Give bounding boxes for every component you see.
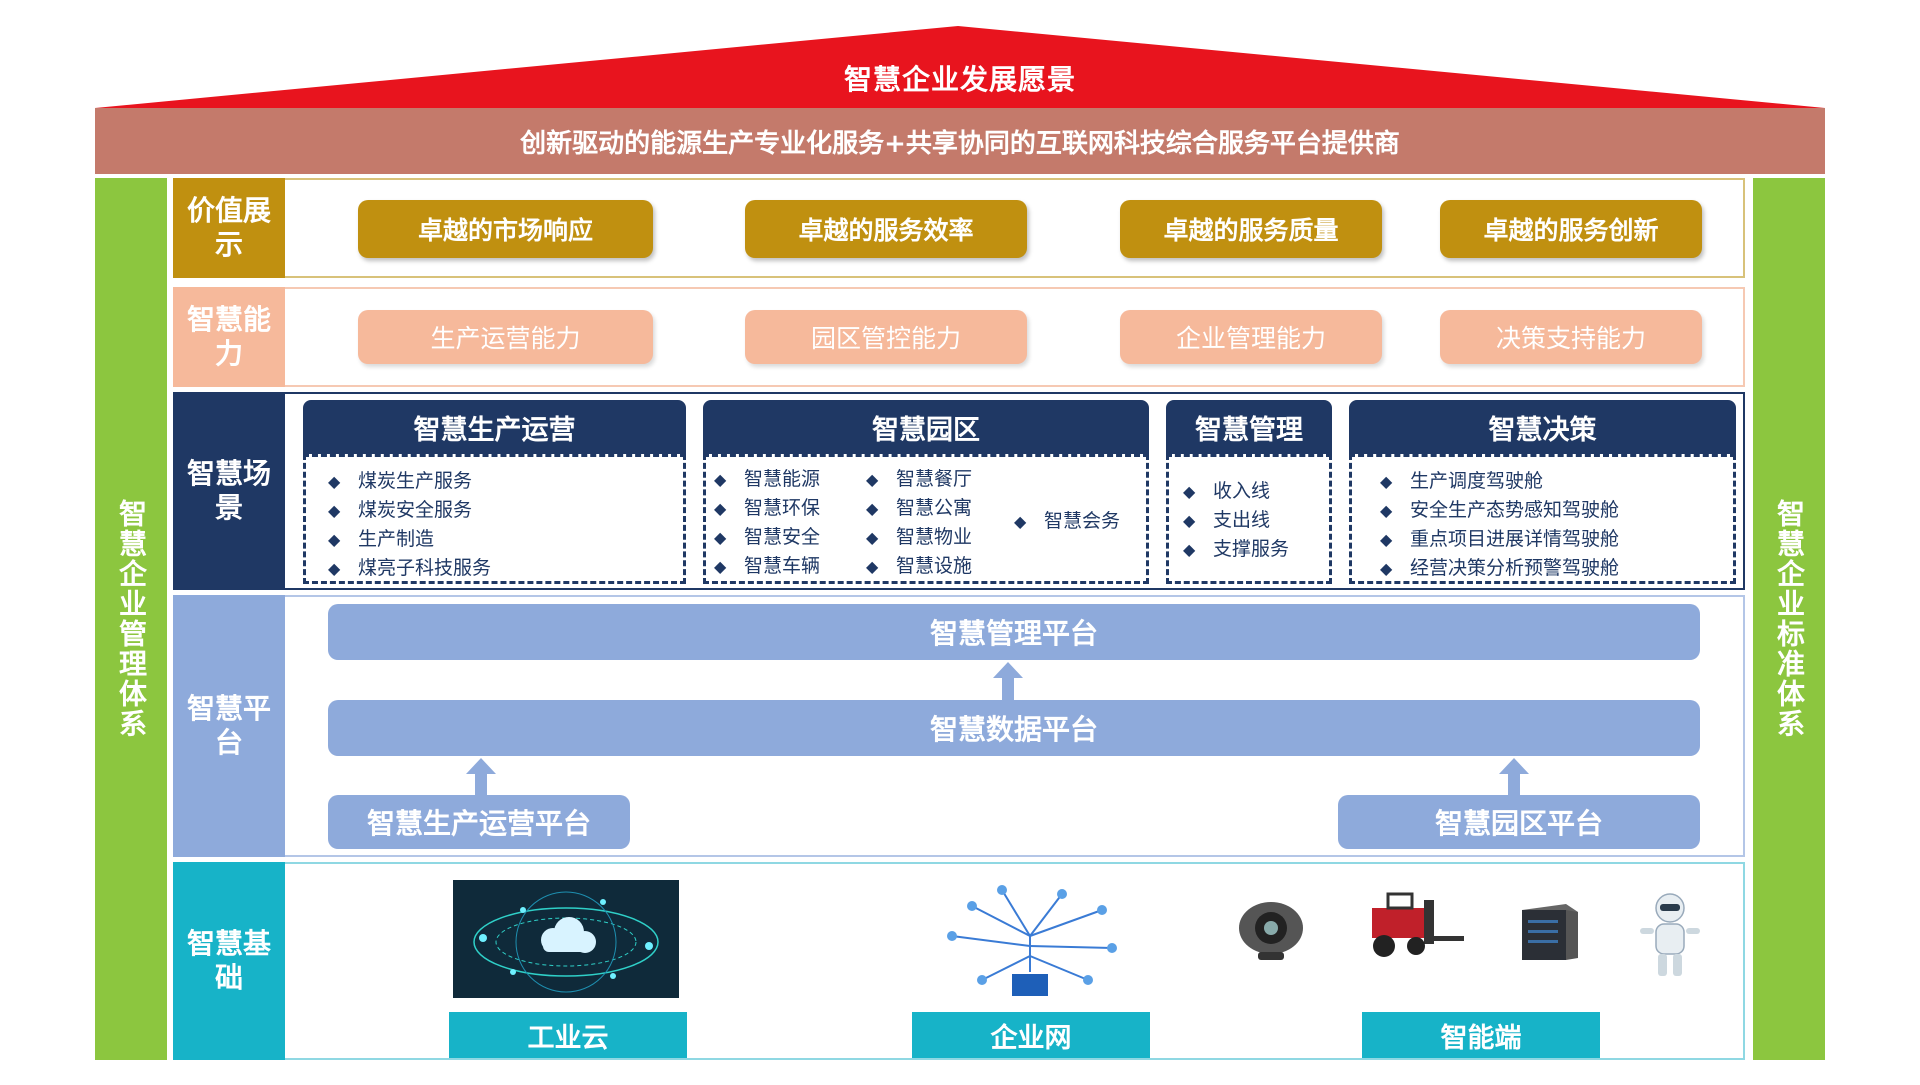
list-item: 煤炭安全服务 — [328, 496, 683, 525]
platform-row-label: 智慧平台 — [173, 595, 285, 857]
scene-group-box: 收入线 支出线 支撑服务 — [1166, 454, 1332, 584]
roof-title: 智慧企业发展愿景 — [843, 63, 1076, 96]
scene-group-title: 智慧决策 — [1349, 400, 1736, 454]
scene-group-box: 智慧能源 智慧环保 智慧安全 智慧车辆 智慧餐厅 智慧公寓 智慧物业 智慧设施 … — [703, 454, 1149, 584]
list-item: 煤亮子科技服务 — [328, 554, 683, 583]
list-item: 智慧设施 — [866, 552, 972, 581]
arrow-up-icon — [1499, 758, 1529, 795]
list-item: 支出线 — [1183, 506, 1329, 535]
robot-icon — [1640, 893, 1700, 976]
smart-terminal-tag: 智能端 — [1362, 1012, 1600, 1058]
management-platform: 智慧管理平台 — [328, 604, 1700, 660]
ability-item: 决策支持能力 — [1440, 310, 1702, 364]
list-item: 智慧会务 — [1014, 507, 1120, 536]
value-item: 卓越的市场响应 — [358, 200, 653, 258]
value-row-label: 价值展示 — [173, 178, 285, 278]
list-item: 支撑服务 — [1183, 535, 1329, 564]
ability-item: 园区管控能力 — [745, 310, 1027, 364]
list-item: 智慧车辆 — [714, 552, 820, 581]
list-item: 安全生产态势感知驾驶舱 — [1380, 496, 1733, 525]
arrow-up-icon — [466, 758, 496, 795]
list-item: 智慧安全 — [714, 523, 820, 552]
list-item: 生产调度驾驶舱 — [1380, 467, 1733, 496]
list-item: 智慧物业 — [866, 523, 972, 552]
arrow-up-icon — [993, 662, 1023, 700]
park-platform: 智慧园区平台 — [1338, 795, 1700, 849]
list-item: 智慧餐厅 — [866, 465, 972, 494]
scene-group-title: 智慧生产运营 — [303, 400, 686, 454]
roof — [95, 26, 1825, 108]
ability-row-label: 智慧能力 — [173, 287, 285, 387]
list-item: 智慧环保 — [714, 494, 820, 523]
industrial-cloud-tag: 工业云 — [449, 1012, 687, 1058]
list-item: 煤炭生产服务 — [328, 467, 683, 496]
list-item: 智慧公寓 — [866, 494, 972, 523]
value-item: 卓越的服务质量 — [1120, 200, 1382, 258]
left-pillar: 智慧企业管理体系 — [95, 178, 167, 1060]
forklift-icon — [1372, 892, 1464, 957]
production-platform: 智慧生产运营平台 — [328, 795, 630, 849]
list-item: 经营决策分析预警驾驶舱 — [1380, 554, 1733, 583]
camera-icon — [1239, 902, 1303, 960]
list-item: 智慧能源 — [714, 465, 820, 494]
list-item: 收入线 — [1183, 477, 1329, 506]
server-icon — [1522, 904, 1578, 960]
ability-item: 生产运营能力 — [358, 310, 653, 364]
scene-group-title: 智慧管理 — [1166, 400, 1332, 454]
network-tree-icon — [947, 885, 1117, 996]
enterprise-network-tag: 企业网 — [912, 1012, 1150, 1058]
cloud-network-image — [453, 880, 679, 998]
right-pillar: 智慧企业标准体系 — [1753, 178, 1825, 1060]
scene-group-box: 生产调度驾驶舱 安全生产态势感知驾驶舱 重点项目进展详情驾驶舱 经营决策分析预警… — [1349, 454, 1736, 584]
scene-row-label: 智慧场景 — [173, 392, 285, 590]
value-item: 卓越的服务效率 — [745, 200, 1027, 258]
mission-banner: 创新驱动的能源生产专业化服务+共享协同的互联网科技综合服务平台提供商 — [95, 108, 1825, 174]
scene-group-title: 智慧园区 — [703, 400, 1149, 454]
scene-group-box: 煤炭生产服务 煤炭安全服务 生产制造 煤亮子科技服务 — [303, 454, 686, 584]
list-item: 重点项目进展详情驾驶舱 — [1380, 525, 1733, 554]
base-row-label: 智慧基础 — [173, 862, 285, 1060]
ability-item: 企业管理能力 — [1120, 310, 1382, 364]
list-item: 生产制造 — [328, 525, 683, 554]
value-item: 卓越的服务创新 — [1440, 200, 1702, 258]
data-platform: 智慧数据平台 — [328, 700, 1700, 756]
